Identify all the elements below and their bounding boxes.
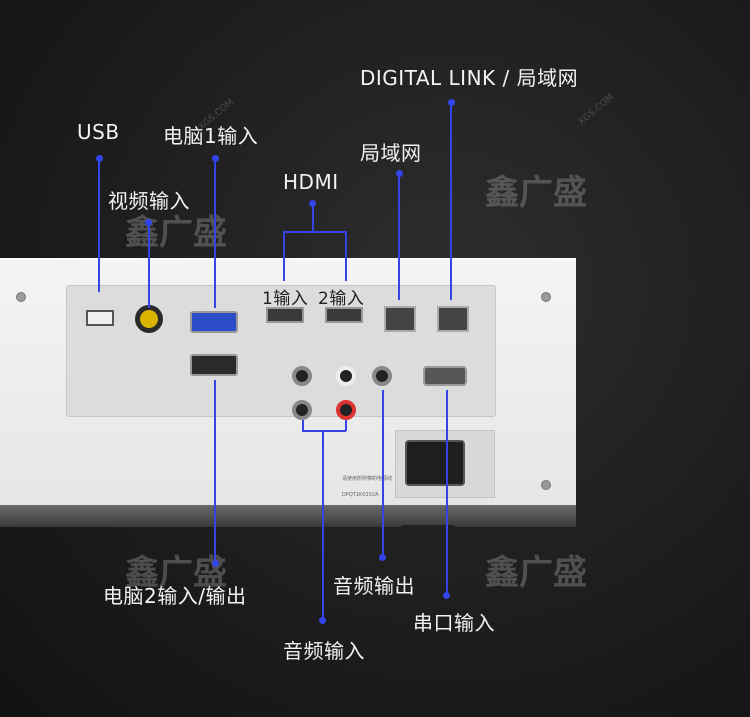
screw [16,292,26,302]
label-digital-link: DIGITAL LINK / 局域网 [360,66,579,90]
lan-port[interactable] [384,306,416,332]
watermark: 鑫广盛 [125,213,227,253]
watermark: 鑫广盛 [485,173,587,213]
pc1-vga-port[interactable] [190,311,238,333]
label-lan: 局域网 [360,141,422,165]
label-usb: USB [77,120,120,144]
label-hdmi: HDMI [283,170,339,194]
screw [541,480,551,490]
label-pc2-io: 电脑2输入/输出 [103,584,247,608]
watermark: 鑫广盛 [485,553,587,593]
audio-in-jack[interactable] [292,366,312,386]
model-text: DPQT1K0102A [342,492,379,498]
serial-port[interactable] [423,366,467,386]
label-audio-in: 音频输入 [283,639,365,663]
warning-text: 请使用所附带的电源线 [342,476,393,482]
label-audio-out: 音频输出 [333,574,415,598]
label-serial-in: 串口输入 [413,611,495,635]
video-rca-port[interactable] [135,305,163,333]
screw [541,292,551,302]
label-hdmi-2: 2输入 [318,289,365,309]
audio-out-jack[interactable] [372,366,392,386]
watermark: 鑫广盛 [125,553,227,593]
watermark-domain: XGS.COM [576,92,617,128]
projector-base [0,505,576,527]
power-socket[interactable] [405,440,465,486]
hdmi-2-port[interactable] [325,307,363,323]
hdmi-1-port[interactable] [266,307,304,323]
label-pc1-in: 电脑1输入 [163,124,259,148]
audio-in-jack-2[interactable] [292,400,312,420]
audio-in-red[interactable] [336,400,356,420]
digital-link-port[interactable] [437,306,469,332]
audio-in-white[interactable] [336,366,356,386]
label-hdmi-1: 1输入 [262,289,309,309]
pc2-vga-port[interactable] [190,354,238,376]
usb-port[interactable] [86,310,114,326]
label-video-in: 视频输入 [108,189,190,213]
